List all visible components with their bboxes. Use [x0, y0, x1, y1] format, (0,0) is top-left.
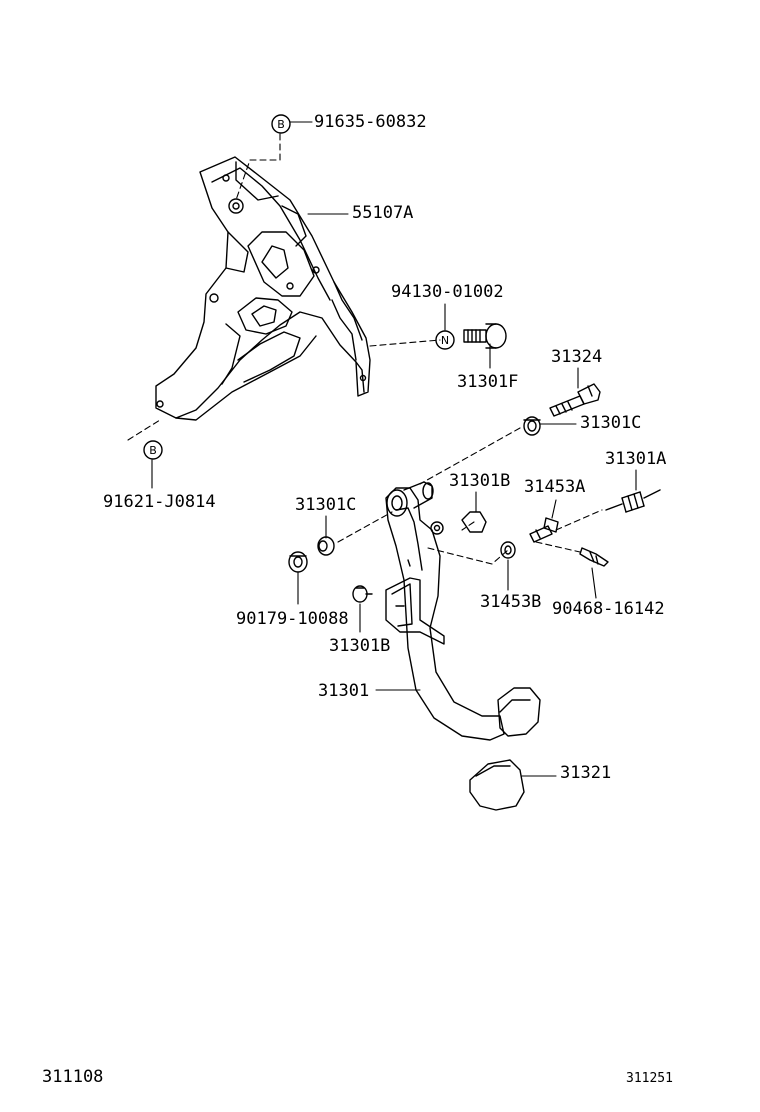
pedal-arm [385, 481, 541, 741]
label-31324: 31324 [551, 347, 603, 367]
pedal-pad-cover [469, 759, 525, 811]
label-31301A: 31301A [605, 449, 667, 469]
clip-90468-16142 [579, 547, 609, 567]
collar-31301C-top [523, 416, 541, 436]
label-31321: 31321 [560, 763, 612, 783]
marker-b-left: B [149, 444, 157, 457]
label-31453A: 31453A [524, 477, 586, 497]
label-31301: 31301 [318, 681, 370, 701]
return-spring-31301A [605, 489, 661, 513]
bushing-31453B [500, 541, 516, 559]
label-91635-60832: 91635-60832 [314, 112, 427, 132]
label-31301C-left: 31301C [295, 495, 357, 515]
leader-lines [151, 121, 637, 777]
marker-n: N [441, 334, 449, 347]
reference-code: 311251 [626, 1071, 673, 1086]
marker-b-top: B [277, 118, 285, 131]
nut-90179-10088 [288, 551, 308, 573]
label-31301B-bottom: 31301B [329, 636, 391, 656]
assembly-lines [127, 133, 603, 565]
bushing-31301B-top [461, 511, 487, 533]
marker-circle-n [435, 330, 455, 350]
pedal-bracket [155, 156, 371, 421]
label-91621-J0814: 91621-J0814 [103, 492, 216, 512]
label-31453B: 31453B [480, 592, 542, 612]
marker-circle-b-left [143, 440, 163, 460]
diagram-code: 311108 [42, 1067, 104, 1087]
pin-31453A [529, 517, 559, 543]
label-31301C-top: 31301C [580, 413, 642, 433]
marker-circle-b-top [271, 114, 291, 134]
bushing-31301F [463, 323, 507, 349]
label-90179-10088: 90179-10088 [236, 609, 349, 629]
label-55107A: 55107A [352, 203, 414, 223]
bushing-31301B-bottom [352, 585, 373, 603]
bolt-31324 [549, 383, 601, 417]
collar-31301C-left [317, 536, 335, 556]
label-31301B-top: 31301B [449, 471, 511, 491]
label-94130-01002: 94130-01002 [391, 282, 504, 302]
label-90468-16142: 90468-16142 [552, 599, 665, 619]
label-31301F: 31301F [457, 372, 519, 392]
